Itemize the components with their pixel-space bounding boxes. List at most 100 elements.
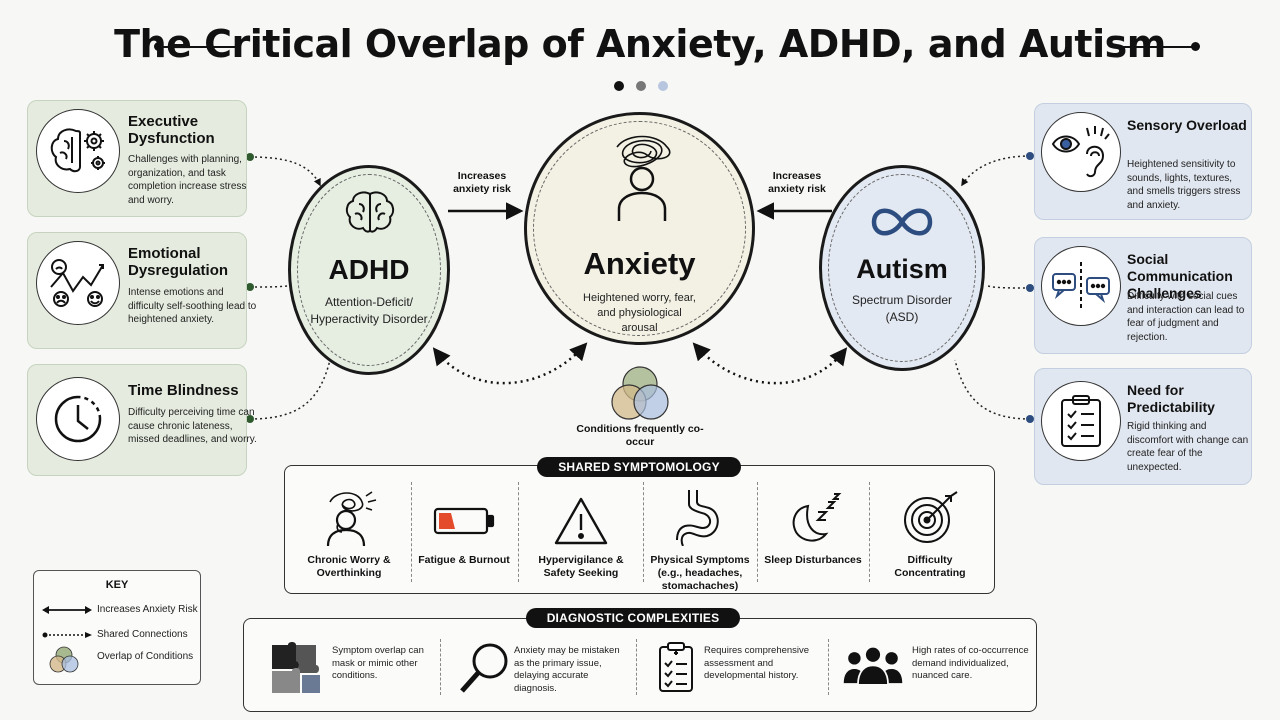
people-icon xyxy=(843,645,903,686)
symptom-label: Difficulty Concentrating xyxy=(894,554,966,579)
symptom-chronic-worry[interactable]: Chronic Worry & Overthinking xyxy=(290,486,408,586)
diagnostic-complexities-heading: DIAGNOSTIC COMPLEXITIES xyxy=(526,608,740,628)
overlap-caption: Conditions frequently co-occur xyxy=(576,423,704,448)
left-card-connectors xyxy=(249,156,331,420)
symptom-label: Hypervigilance & Safety Seeking xyxy=(538,554,624,579)
autism-inner-ring xyxy=(828,174,976,362)
warning-icon xyxy=(554,497,608,545)
low-battery-icon xyxy=(433,507,495,535)
anxiety-name: Anxiety xyxy=(583,246,696,281)
diagnostic-text: Symptom overlap can mask or mimic other … xyxy=(332,645,424,681)
divider xyxy=(636,639,637,695)
card-emotional-dysregulation[interactable]: Emotional Dysregulation Intense emotions… xyxy=(27,232,256,349)
pager-dot-3[interactable] xyxy=(658,81,668,91)
overlap-venn-icon xyxy=(611,366,669,420)
puzzle-icon xyxy=(272,642,320,693)
adhd-inner-ring xyxy=(297,174,441,366)
clipboard-icon xyxy=(659,642,693,692)
card-sensory-overload[interactable]: Sensory Overload Heightened sensitivity … xyxy=(1034,103,1252,220)
card-title: Social Communication Challenges xyxy=(1127,251,1233,301)
key-legend: KEY Increases Anxiety Risk Shared Connec… xyxy=(33,570,201,685)
diagnostic-item-assessment[interactable]: Requires comprehensive assessment and de… xyxy=(654,641,826,701)
symptom-hypervigilance[interactable]: Hypervigilance & Safety Seeking xyxy=(522,486,640,586)
divider xyxy=(828,639,829,695)
card-description: Difficulty with social cues and interact… xyxy=(1127,291,1245,343)
overlap-venn-icon xyxy=(49,646,79,673)
eye-ear-icon xyxy=(1041,112,1121,192)
card-description: Rigid thinking and discomfort with chang… xyxy=(1127,421,1249,473)
title-dot-right xyxy=(1191,42,1200,51)
key-label: Increases Anxiety Risk xyxy=(97,604,198,615)
divider xyxy=(643,482,644,582)
anxiety-subtitle: Heightened worry, fear, and physiologica… xyxy=(583,292,696,334)
shared-symptomology-panel: Chronic Worry & Overthinking Fatigue & B… xyxy=(284,465,995,594)
magnifier-icon xyxy=(460,643,508,693)
diagnostic-item-mistaken[interactable]: Anxiety may be mistaken as the primary i… xyxy=(458,641,634,701)
right-card-connectors xyxy=(954,155,1031,420)
diagnostic-item-overlap[interactable]: Symptom overlap can mask or mimic other … xyxy=(268,641,438,701)
card-description: Challenges with planning, organization, … xyxy=(128,154,247,206)
shared-symptomology-heading: SHARED SYMPTOMOLOGY xyxy=(537,457,741,477)
adhd-name: ADHD xyxy=(328,254,410,285)
card-title: Sensory Overload xyxy=(1127,117,1247,133)
worried-head-icon xyxy=(326,491,377,546)
card-executive-dysfunction[interactable]: Executive Dysfunction Challenges with pl… xyxy=(27,100,247,217)
title-dot-left xyxy=(154,42,163,51)
diagnostic-text: Anxiety may be mistaken as the primary i… xyxy=(514,645,620,694)
card-title: Executive Dysfunction xyxy=(128,113,215,147)
card-title: Emotional Dysregulation xyxy=(128,245,229,279)
title-line-right xyxy=(1117,46,1195,48)
target-icon xyxy=(904,491,958,543)
autism-circle[interactable]: Autism Spectrum Disorder (ASD) xyxy=(819,165,985,371)
key-title: KEY xyxy=(105,579,129,591)
divider xyxy=(869,482,870,582)
brain-gears-icon xyxy=(36,109,120,193)
divider xyxy=(518,482,519,582)
divider xyxy=(757,482,758,582)
symptom-label: Chronic Worry & Overthinking xyxy=(307,554,391,579)
brain-icon xyxy=(345,191,395,233)
card-title: Time Blindness xyxy=(128,382,239,399)
arrow-label-left: Increases anxiety risk xyxy=(453,170,511,195)
adhd-circle[interactable]: ADHD Attention-Deficit/ Hyperactivity Di… xyxy=(288,165,450,375)
card-description: Intense emotions and difficulty self-soo… xyxy=(128,287,257,325)
symptom-sleep[interactable]: Sleep Disturbances xyxy=(754,486,872,586)
speech-bubbles-icon xyxy=(1041,246,1121,326)
infinity-icon xyxy=(871,208,933,236)
diagnostic-complexities-panel: Symptom overlap can mask or mimic other … xyxy=(243,618,1037,712)
diagnostic-item-co-occurrence[interactable]: High rates of co-occurrence demand indiv… xyxy=(842,641,1036,701)
card-time-blindness[interactable]: Time Blindness Difficulty perceiving tim… xyxy=(27,364,257,476)
anxious-person-icon xyxy=(616,135,671,221)
checklist-icon xyxy=(1041,381,1121,461)
symptom-fatigue[interactable]: Fatigue & Burnout xyxy=(405,486,523,586)
arrow-label-right: Increases anxiety risk xyxy=(768,170,826,195)
card-social-communication[interactable]: Social Communication Challenges Difficul… xyxy=(1034,237,1252,354)
autism-name: Autism xyxy=(856,254,948,284)
symptom-concentrating[interactable]: Difficulty Concentrating xyxy=(871,486,989,586)
dotted-line-icon xyxy=(42,632,92,638)
page-title: The Critical Overlap of Anxiety, ADHD, a… xyxy=(114,22,1166,66)
card-need-for-predictability[interactable]: Need for Predictability Rigid thinking a… xyxy=(1034,368,1252,485)
diagnostic-text: High rates of co-occurrence demand indiv… xyxy=(912,645,1029,681)
symptom-label: Physical Symptoms (e.g., headaches, stom… xyxy=(650,554,750,592)
symptom-label: Sleep Disturbances xyxy=(764,554,862,566)
divider xyxy=(440,639,441,695)
symptom-physical[interactable]: Physical Symptoms (e.g., headaches, stom… xyxy=(641,486,759,592)
diagnostic-text: Requires comprehensive assessment and de… xyxy=(704,645,810,681)
anxiety-circle[interactable]: Anxiety Heightened worry, fear, and phys… xyxy=(524,112,755,345)
pager-dot-1[interactable] xyxy=(614,81,624,91)
adhd-subtitle: Attention-Deficit/ Hyperactivity Disorde… xyxy=(310,295,428,326)
card-description: Heightened sensitivity to sounds, lights… xyxy=(1127,159,1241,211)
title-line-left xyxy=(160,46,238,48)
key-label: Shared Connections xyxy=(97,629,188,640)
moon-icon xyxy=(792,493,842,542)
mood-swing-icon xyxy=(36,241,120,325)
autism-subtitle: Spectrum Disorder (ASD) xyxy=(851,293,953,324)
pager-dot-2[interactable] xyxy=(636,81,646,91)
stomach-icon xyxy=(676,490,719,546)
anxiety-inner-ring xyxy=(533,121,746,336)
key-label: Overlap of Conditions xyxy=(97,651,194,662)
card-title: Need for Predictability xyxy=(1127,382,1215,415)
double-arrow-icon xyxy=(42,606,92,614)
